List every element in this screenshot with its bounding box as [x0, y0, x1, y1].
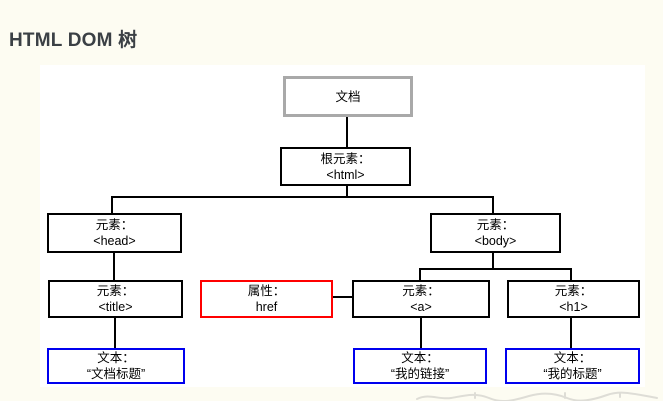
- connector-document-html: [346, 115, 348, 149]
- page-title: HTML DOM 树: [9, 29, 138, 51]
- node-value: href: [255, 300, 278, 314]
- node-label: 文本：: [401, 351, 439, 365]
- node-document: 文档: [283, 76, 413, 117]
- node-value: “文档标题”: [86, 367, 146, 381]
- node-value: <html>: [326, 167, 365, 182]
- connector-a-text: [420, 316, 422, 349]
- node-text-document-title: 文本： “文档标题”: [47, 348, 185, 384]
- node-value: <h1>: [559, 300, 588, 314]
- connector-body-down: [492, 251, 494, 270]
- connector-head-title: [113, 251, 115, 282]
- connector-down-head: [111, 196, 113, 214]
- connector-down-body: [492, 196, 494, 214]
- connector-down-a: [419, 268, 421, 281]
- node-label: 元素：: [476, 218, 515, 232]
- node-label: 元素：: [402, 284, 440, 298]
- node-label: 根元素：: [320, 151, 371, 166]
- node-label: 属性：: [247, 284, 286, 298]
- node-label: 元素：: [95, 218, 134, 232]
- node-value: “我的标题”: [543, 367, 602, 381]
- node-value: <head>: [93, 234, 136, 248]
- node-label: 元素：: [554, 284, 593, 298]
- connector-html-down: [346, 184, 348, 198]
- node-root-element-html: 根元素： <html>: [280, 147, 411, 186]
- node-text-my-heading: 文本： “我的标题”: [505, 348, 640, 384]
- node-attribute-href: 属性： href: [200, 280, 333, 318]
- node-element-title: 元素： <title>: [48, 280, 183, 318]
- node-value: <title>: [98, 300, 133, 314]
- connector-href-a: [332, 296, 353, 298]
- node-element-h1: 元素： <h1>: [507, 280, 640, 318]
- node-label: 文本：: [553, 351, 592, 365]
- cut-off-text-artifact: [416, 391, 658, 401]
- node-value: “我的链接”: [390, 367, 450, 381]
- node-element-a: 元素： <a>: [352, 280, 490, 318]
- connector-title-text: [114, 316, 116, 349]
- node-label: 文本：: [97, 351, 135, 365]
- connector-h1-text: [570, 316, 572, 349]
- node-document-label: 文档: [335, 89, 361, 104]
- connector-html-children: [111, 196, 494, 198]
- node-element-body: 元素： <body>: [430, 213, 561, 253]
- connector-down-h1: [570, 268, 572, 281]
- node-label: 元素：: [96, 284, 135, 298]
- node-element-head: 元素： <head>: [47, 213, 182, 253]
- node-value: <body>: [474, 234, 517, 248]
- node-text-my-link: 文本： “我的链接”: [353, 348, 487, 384]
- connector-body-children: [419, 268, 572, 270]
- node-value: <a>: [410, 300, 432, 314]
